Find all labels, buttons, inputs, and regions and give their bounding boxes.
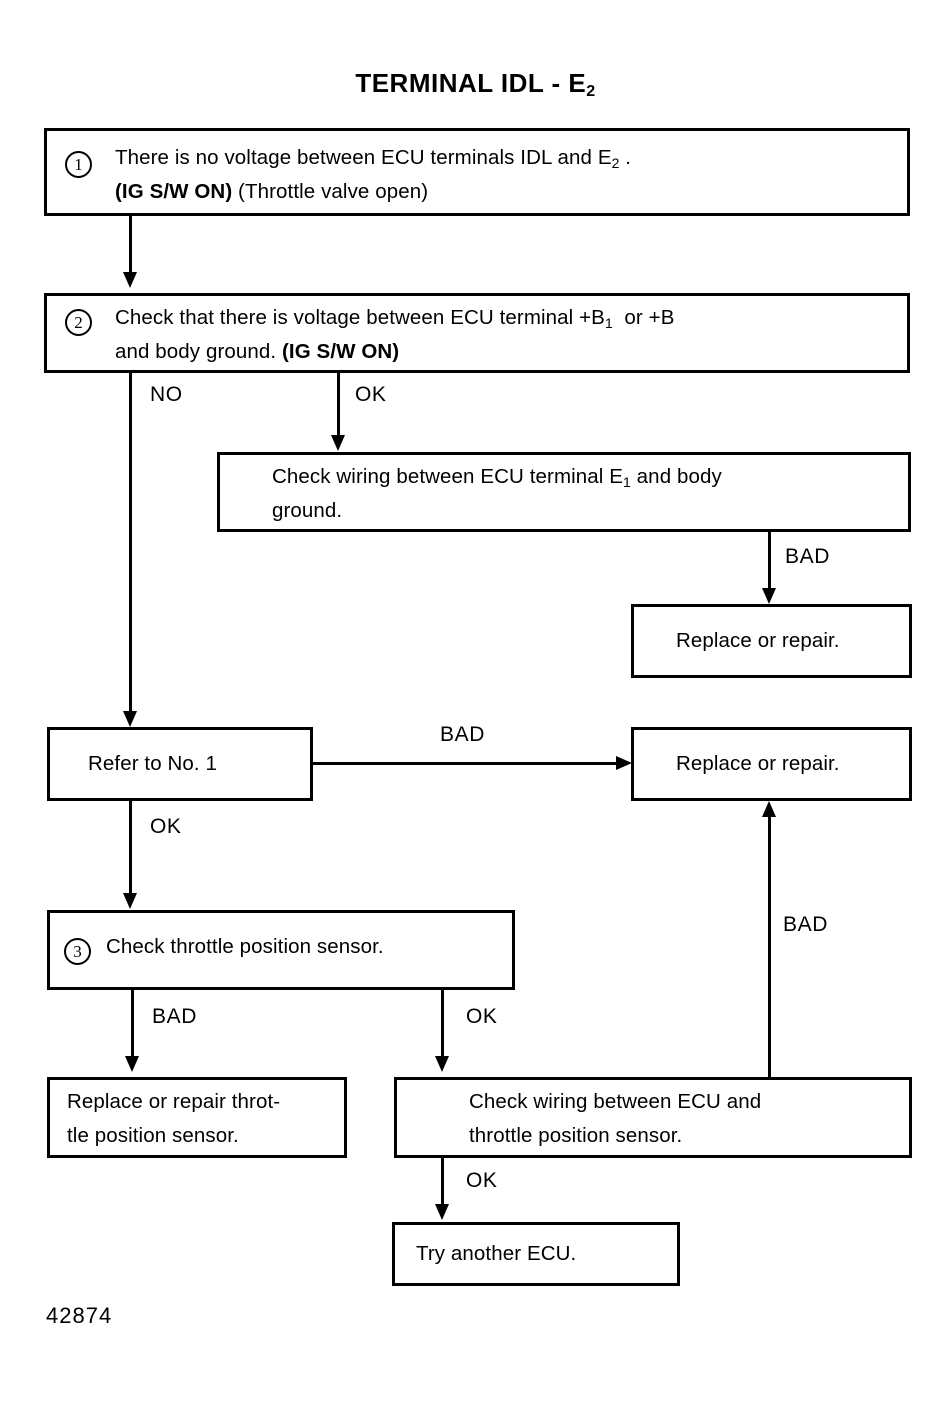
node-step-2-line-1-a: Check that there is voltage between ECU … bbox=[115, 306, 605, 329]
node-step-2[interactable]: 2 Check that there is voltage between EC… bbox=[44, 293, 910, 373]
node-refer-to-no-1[interactable]: Refer to No. 1 bbox=[47, 727, 313, 801]
node-check-wiring-ecu-tps[interactable]: Check wiring between ECU and throttle po… bbox=[394, 1077, 912, 1158]
node-check-wiring-e1-ground-line-1-b: and body bbox=[630, 465, 722, 488]
arrow-step3-bad bbox=[125, 1056, 139, 1072]
node-step-1-line-1-b: . bbox=[619, 146, 632, 169]
connector-step1-to-step2 bbox=[129, 216, 132, 276]
node-step-2-line-2: and body ground. (IG S/W ON) bbox=[115, 334, 399, 370]
step-number-1: 1 bbox=[65, 151, 92, 178]
edge-label-wiring-ok: OK bbox=[466, 1169, 498, 1192]
node-check-wiring-e1-ground-line-1: Check wiring between ECU terminal E1 and… bbox=[272, 459, 722, 500]
connector-step2-no bbox=[129, 373, 132, 717]
node-replace-or-repair-2[interactable]: Replace or repair. bbox=[631, 727, 912, 801]
node-step-1-line-1: There is no voltage between ECU terminal… bbox=[115, 140, 631, 181]
edge-label-refer-bad: BAD bbox=[440, 723, 485, 746]
node-check-wiring-e1-ground-line-1-sub: 1 bbox=[623, 474, 631, 490]
node-check-wiring-e1-ground-line-1-a: Check wiring between ECU terminal E bbox=[272, 465, 623, 488]
connector-wiring-bad bbox=[768, 816, 771, 1077]
connector-refer-bad bbox=[313, 762, 618, 765]
node-try-another-ecu-text: Try another ECU. bbox=[416, 1242, 577, 1265]
edge-label-step3-bad: BAD bbox=[152, 1005, 197, 1028]
arrow-step3-ok bbox=[435, 1056, 449, 1072]
node-refer-to-no-1-text: Refer to No. 1 bbox=[88, 752, 218, 775]
node-step-2-line-1: Check that there is voltage between ECU … bbox=[115, 300, 675, 341]
arrow-e1-bad bbox=[762, 588, 776, 604]
arrow-refer-bad bbox=[616, 756, 632, 770]
edge-label-e1-bad: BAD bbox=[785, 545, 830, 568]
node-step-2-line-2-bold: (IG S/W ON) bbox=[281, 340, 400, 363]
connector-wiring-ok bbox=[441, 1158, 444, 1208]
edge-label-wiring-bad: BAD bbox=[783, 913, 828, 936]
step-number-2: 2 bbox=[65, 309, 92, 336]
figure-number: 42874 bbox=[46, 1303, 113, 1328]
step-number-3: 3 bbox=[64, 938, 91, 965]
node-step-1-line-1-a: There is no voltage between ECU terminal… bbox=[115, 146, 612, 169]
connector-step3-ok bbox=[441, 990, 444, 1060]
arrow-step2-no bbox=[123, 711, 137, 727]
node-step-2-line-1-sub: 1 bbox=[604, 315, 613, 331]
node-step-1-line-1-sub: 2 bbox=[611, 155, 620, 171]
node-step-2-line-1-b: or +B bbox=[612, 306, 675, 329]
page-title-text: TERMINAL IDL - E bbox=[355, 68, 587, 98]
node-replace-throttle-position-sensor-line-1: Replace or repair throt- bbox=[67, 1090, 281, 1113]
arrow-step1-to-step2 bbox=[123, 272, 137, 288]
node-check-wiring-ecu-tps-line-1: Check wiring between ECU and bbox=[469, 1090, 762, 1113]
edge-label-refer-ok: OK bbox=[150, 815, 182, 838]
connector-step3-bad bbox=[131, 990, 134, 1060]
edge-label-step2-ok: OK bbox=[355, 383, 387, 406]
node-replace-throttle-position-sensor-line-2: tle position sensor. bbox=[67, 1124, 239, 1147]
node-check-wiring-e1-ground-line-2: ground. bbox=[272, 499, 343, 522]
node-step-1-line-2-bold: (IG S/W ON) bbox=[115, 180, 233, 203]
page-title: TERMINAL IDL - E2 bbox=[0, 68, 951, 101]
node-step-1-line-2: (IG S/W ON) (Throttle valve open) bbox=[115, 174, 428, 210]
node-replace-or-repair-1-text: Replace or repair. bbox=[676, 629, 840, 652]
node-step-1-line-2-rest: (Throttle valve open) bbox=[232, 180, 429, 203]
node-replace-or-repair-1[interactable]: Replace or repair. bbox=[631, 604, 912, 678]
node-step-1[interactable]: 1 There is no voltage between ECU termin… bbox=[44, 128, 910, 216]
edge-label-step2-no: NO bbox=[150, 383, 183, 406]
node-replace-or-repair-2-text: Replace or repair. bbox=[676, 752, 840, 775]
node-check-wiring-ecu-tps-line-2: throttle position sensor. bbox=[469, 1124, 683, 1147]
node-try-another-ecu[interactable]: Try another ECU. bbox=[392, 1222, 680, 1286]
page-title-subscript: 2 bbox=[586, 83, 596, 100]
node-check-wiring-e1-ground[interactable]: Check wiring between ECU terminal E1 and… bbox=[217, 452, 911, 532]
arrow-step2-ok bbox=[331, 435, 345, 451]
node-step-3[interactable]: 3 Check throttle position sensor. bbox=[47, 910, 515, 990]
node-step-2-line-2-rest: and body ground. bbox=[115, 340, 282, 363]
arrow-refer-ok bbox=[123, 893, 137, 909]
connector-e1-bad bbox=[768, 532, 771, 592]
arrow-wiring-bad bbox=[762, 801, 776, 817]
arrow-wiring-ok bbox=[435, 1204, 449, 1220]
connector-step2-ok bbox=[337, 373, 340, 439]
node-replace-throttle-position-sensor[interactable]: Replace or repair throt- tle position se… bbox=[47, 1077, 347, 1158]
edge-label-step3-ok: OK bbox=[466, 1005, 498, 1028]
node-step-3-text: Check throttle position sensor. bbox=[106, 935, 384, 958]
connector-refer-ok bbox=[129, 801, 132, 897]
